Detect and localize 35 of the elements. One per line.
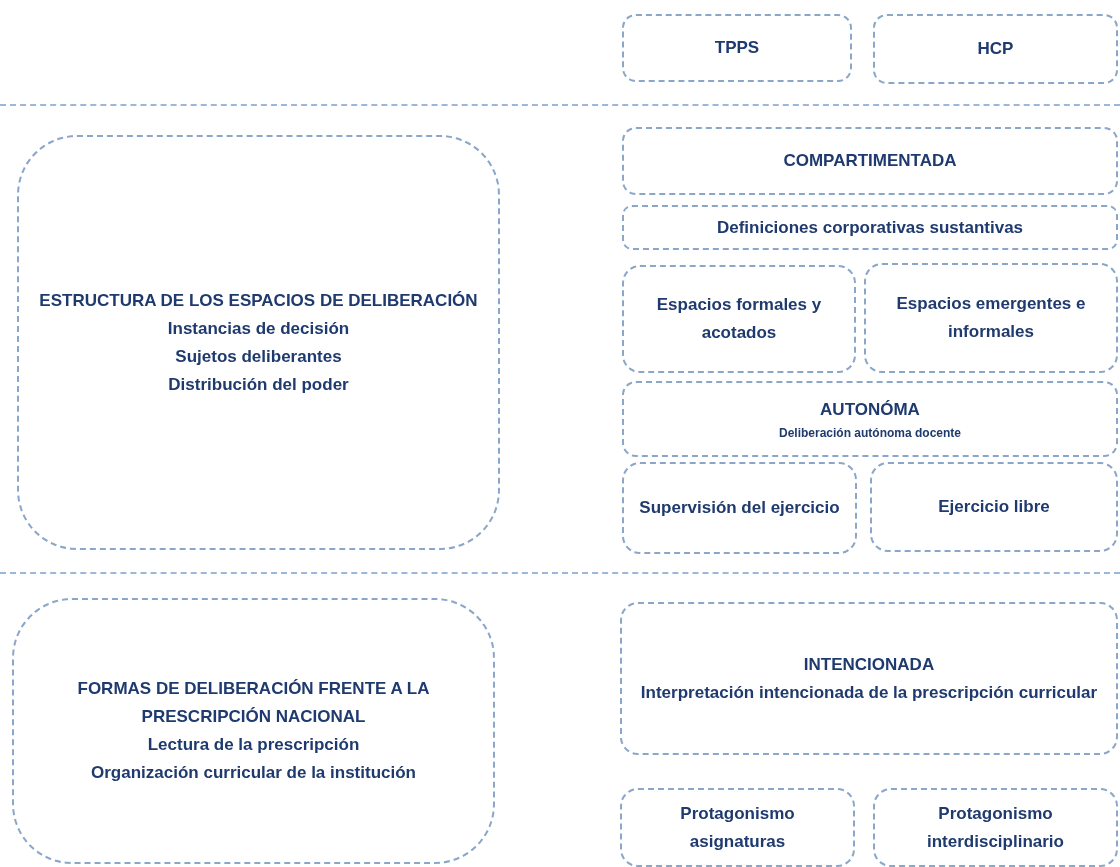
category-box xyxy=(620,788,855,867)
box-heading: Protagonismo interdisciplinario xyxy=(926,802,1065,853)
box-text: Sujetos deliberantes xyxy=(175,345,342,368)
category-box xyxy=(622,14,852,82)
category-box xyxy=(622,265,856,373)
category-box xyxy=(622,127,1118,195)
box-text: Interpretación intencionada de la prescripción curricular xyxy=(640,681,1098,704)
category-box xyxy=(873,14,1118,84)
box-heading: COMPARTIMENTADA xyxy=(783,150,957,172)
category-box xyxy=(870,462,1118,552)
category-box xyxy=(864,263,1118,373)
box-heading: Definiciones corporativas sustantivas xyxy=(716,216,1024,239)
category-box xyxy=(622,381,1118,457)
box-heading: Espacios emergentes e informales xyxy=(895,293,1087,343)
box-heading: Protagonismo asignaturas xyxy=(679,802,796,853)
box-heading: Espacios formales y acotados xyxy=(655,294,823,344)
box-text: Distribución del poder xyxy=(168,373,349,396)
box-text: Lectura de la prescripción xyxy=(147,734,360,756)
category-box xyxy=(873,788,1118,867)
box-heading: ESTRUCTURA DE LOS ESPACIOS DE DELIBERACIÓN xyxy=(39,289,478,312)
category-box xyxy=(12,598,495,864)
box-heading: AUTONÓMA xyxy=(820,399,920,421)
box-heading: FORMAS DE DELIBERACIÓN FRENTE A LA PRESCRIPCIÓN NACIONAL xyxy=(76,678,431,728)
category-box xyxy=(622,462,857,554)
box-text: Instancias de decisión xyxy=(167,317,350,340)
category-box xyxy=(622,205,1118,250)
box-heading: Supervisión del ejercicio xyxy=(639,497,840,519)
box-heading: INTENCIONADA xyxy=(803,653,935,676)
box-heading: TPPS xyxy=(714,37,760,59)
category-box xyxy=(17,135,500,550)
box-text: Organización curricular de la institución xyxy=(91,762,416,784)
box-heading: HCP xyxy=(977,38,1014,60)
box-heading: Ejercicio libre xyxy=(938,496,1050,518)
category-box xyxy=(620,602,1118,755)
box-text: Deliberación autónoma docente xyxy=(778,425,961,442)
